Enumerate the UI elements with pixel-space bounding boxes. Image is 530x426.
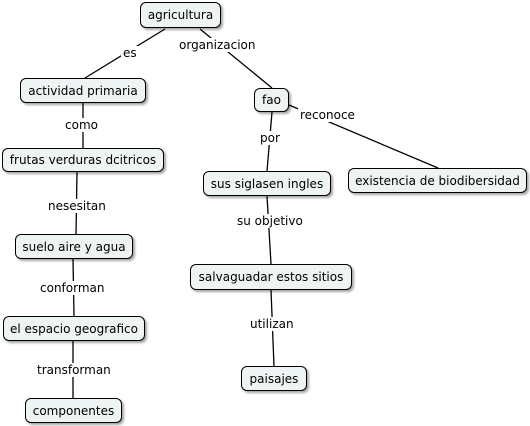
concept-frutas-verduras[interactable]: frutas verduras dcitricos [2,148,164,172]
concept-componentes[interactable]: componentes [25,398,122,423]
concept-espacio-geografico[interactable]: el espacio geografico [3,316,145,341]
link-label-como: como [63,118,100,132]
link-label-es: es [121,46,139,60]
concept-paisajes[interactable]: paisajes [241,366,307,391]
link-label-por: por [258,131,282,145]
concept-siglas-ingles[interactable]: sus siglasen ingles [203,171,331,196]
link-label-utilizan: utilizan [248,317,296,331]
concept-actividad-primaria[interactable]: actividad primaria [20,78,146,103]
link-label-transforman: transforman [35,363,113,377]
link-label-reconoce: reconoce [298,108,357,122]
concept-biodiversidad[interactable]: existencia de biodibersidad [348,168,527,193]
link-label-conforman: conforman [38,281,107,295]
link-line-su-objetivo [266,195,272,265]
concept-salvaguadar-sitios[interactable]: salvaguadar estos sitios [190,264,352,290]
concept-suelo-aire-agua[interactable]: suelo aire y agua [15,234,133,259]
concept-agricultura[interactable]: agricultura [140,2,221,28]
link-label-organizacion: organizacion [177,38,258,52]
link-label-su-objetivo: su objetivo [235,214,305,228]
link-label-nesesitan: nesesitan [46,199,108,213]
concept-fao[interactable]: fao [254,88,289,112]
